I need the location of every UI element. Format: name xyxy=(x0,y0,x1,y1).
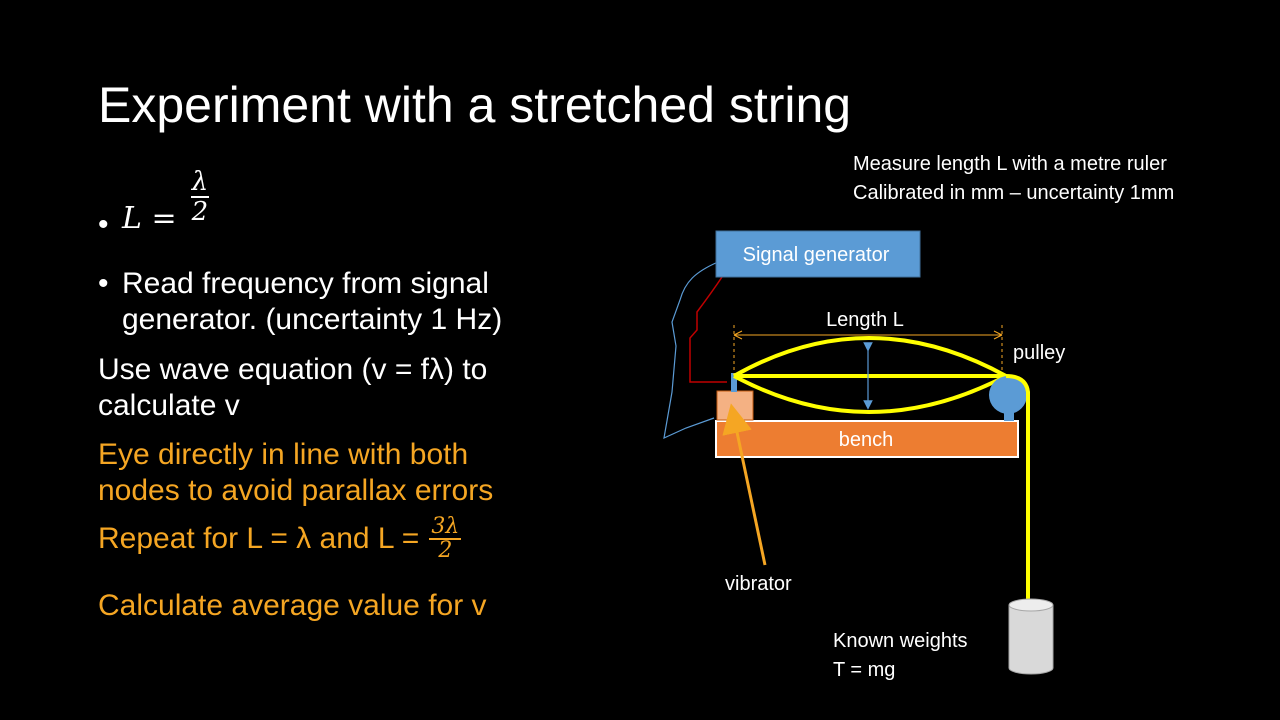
weights-note: Known weights T = mg xyxy=(833,627,968,685)
page-title: Experiment with a stretched string xyxy=(98,77,852,133)
eye-line-2: nodes to avoid parallax errors xyxy=(98,474,494,507)
bench-label: bench xyxy=(839,429,894,451)
parallax-text: Eye directly in line with both nodes to … xyxy=(98,437,493,509)
frequency-line-2: generator. (uncertainty 1 Hz) xyxy=(122,303,503,336)
signal-generator-box xyxy=(715,230,921,278)
bullet-length-equation: • L = λ 2 xyxy=(98,168,658,260)
wave-equation-text: Use wave equation (v = fλ) to calculate … xyxy=(98,352,487,424)
wave-line-1: Use wave equation (v = fλ) to xyxy=(98,353,488,386)
repeat-text: Repeat for L = λ and L = 3λ 2 xyxy=(98,514,462,563)
measure-note: Measure length L with a metre ruler Cali… xyxy=(853,150,1174,208)
equation-lhs: L = xyxy=(122,200,177,236)
bullet-dot: • xyxy=(98,208,109,241)
repeat-fraction: 3λ 2 xyxy=(429,514,462,563)
signal-generator-label: Signal generator xyxy=(743,244,890,266)
fraction-denominator: 2 xyxy=(191,197,209,227)
fraction-numerator: 3λ xyxy=(431,514,460,539)
measure-line-2: Calibrated in mm – uncertainty 1mm xyxy=(853,182,1175,204)
repeat-label: Repeat for L = λ and L = xyxy=(98,522,420,555)
pulley-label: pulley xyxy=(1013,342,1065,364)
bench xyxy=(715,420,1019,458)
length-label: Length L xyxy=(826,309,904,331)
vibrator-label: vibrator xyxy=(725,573,792,595)
frequency-line-1: Read frequency from signal xyxy=(122,267,489,300)
blue-wire xyxy=(663,261,719,440)
vibrator-arrow xyxy=(722,403,767,566)
average-text: Calculate average value for v xyxy=(98,589,487,622)
bullet-dot: • xyxy=(98,267,109,300)
pulley-wheel xyxy=(989,376,1027,414)
weights-line-2: T = mg xyxy=(833,659,896,681)
weight-body xyxy=(1008,604,1054,675)
red-wire xyxy=(689,276,727,383)
eye-line-1: Eye directly in line with both xyxy=(98,438,469,471)
bullet-list: • L = λ 2 • Read frequency from signal g… xyxy=(98,168,658,338)
string-upper-loop xyxy=(733,336,1007,378)
weight-top xyxy=(1008,598,1054,612)
wave-line-2: calculate v xyxy=(98,389,240,422)
fraction-bar xyxy=(190,196,209,198)
string-lower-loop xyxy=(733,374,1007,414)
fraction-bar xyxy=(429,538,462,540)
measure-line-1: Measure length L with a metre ruler xyxy=(853,153,1167,175)
string-to-weight xyxy=(1005,374,1030,602)
equation-fraction: λ 2 xyxy=(190,167,209,227)
vibrator-rod xyxy=(731,373,737,392)
length-arrow-right xyxy=(993,330,1003,340)
weights-line-1: Known weights xyxy=(833,630,968,652)
vibrator-box xyxy=(716,390,754,421)
bullet-frequency: • Read frequency from signal generator. … xyxy=(98,266,658,338)
fraction-numerator: λ xyxy=(191,167,209,197)
fraction-denominator: 2 xyxy=(438,538,453,563)
length-arrow-left xyxy=(733,330,743,340)
